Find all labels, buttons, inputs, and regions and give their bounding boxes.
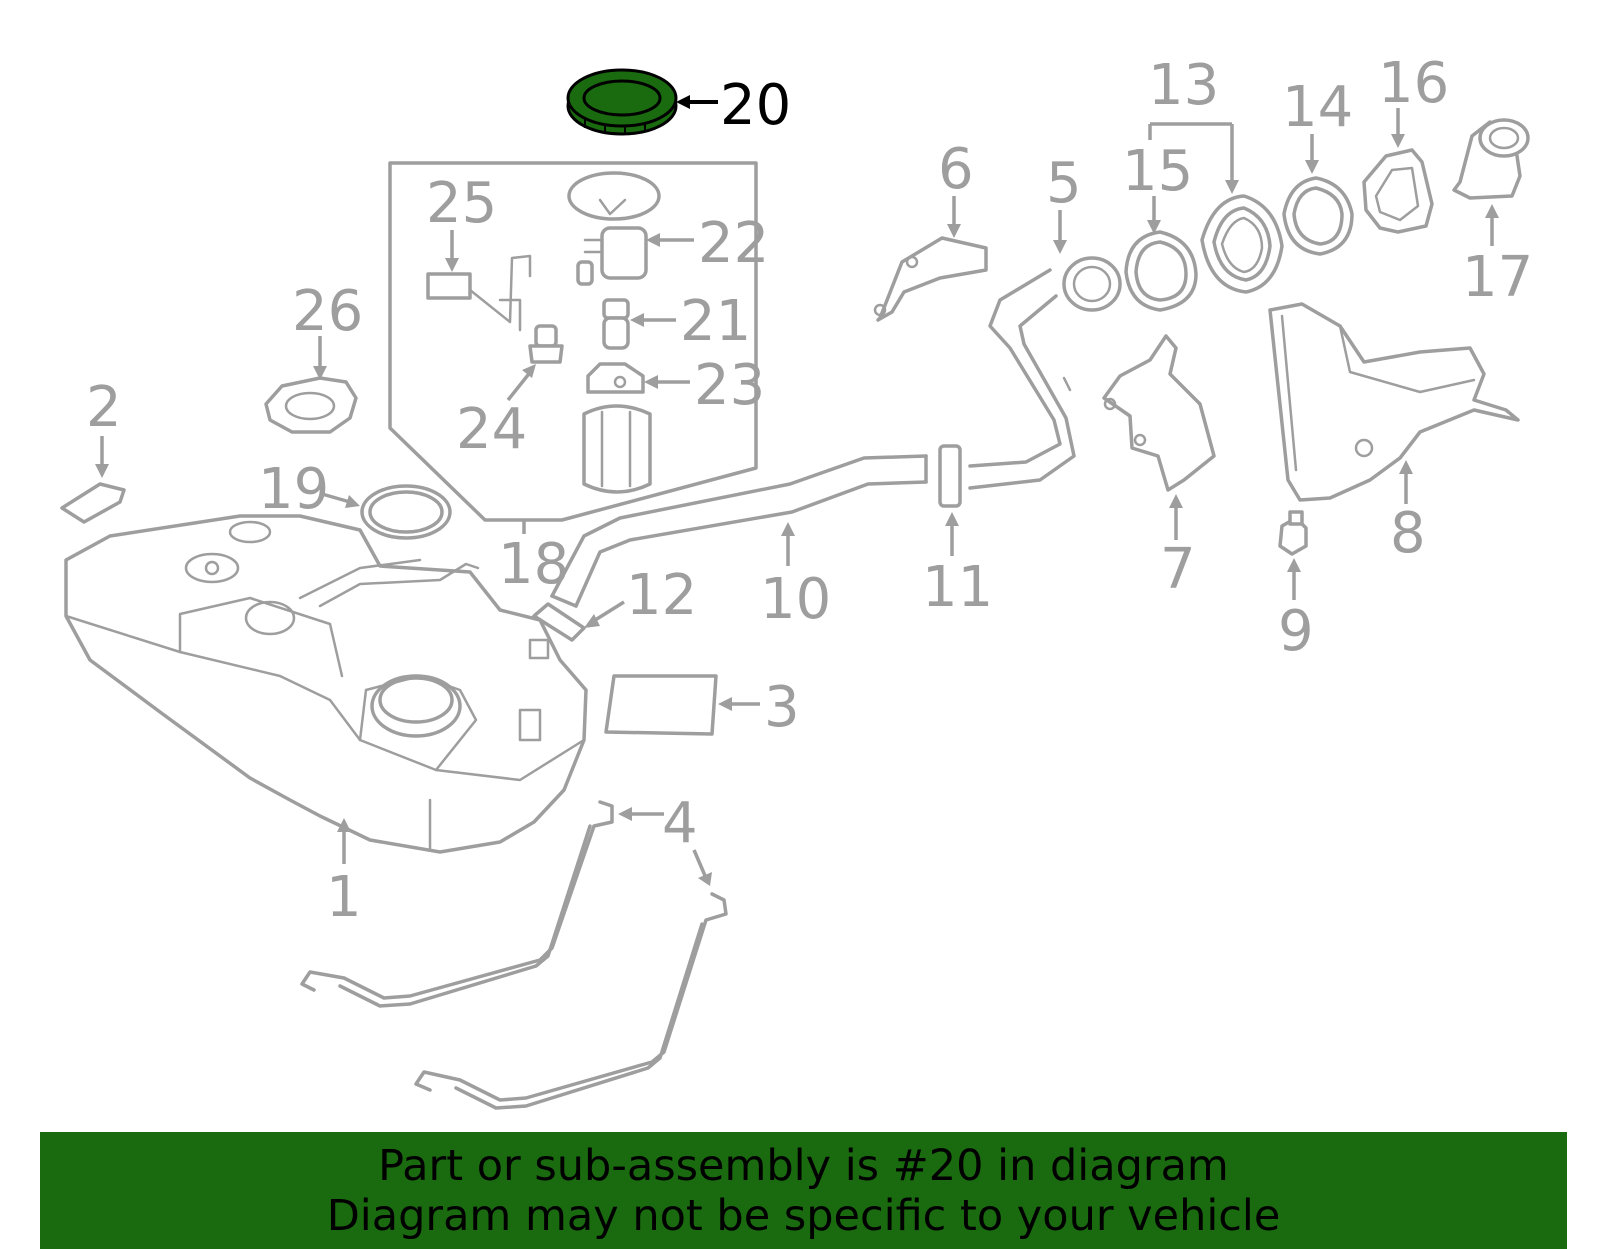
callout-20-label: 20: [720, 73, 791, 138]
svg-text:1: 1: [326, 865, 362, 930]
svg-text:10: 10: [760, 567, 831, 632]
callout-12: 12: [584, 563, 697, 628]
svg-text:12: 12: [626, 563, 697, 628]
callout-16: 16: [1378, 51, 1449, 148]
svg-text:4: 4: [662, 791, 698, 856]
banner-line-1: Part or sub-assembly is #20 in diagram: [378, 1140, 1229, 1191]
callout-24: 24: [456, 364, 536, 462]
part-7-bracket[interactable]: [1102, 334, 1216, 492]
callout-9: 9: [1278, 558, 1314, 664]
part-6-bracket[interactable]: [873, 236, 988, 322]
part-2-pad[interactable]: [60, 482, 126, 524]
svg-text:15: 15: [1122, 139, 1193, 204]
svg-text:2: 2: [86, 375, 122, 440]
svg-text:6: 6: [938, 137, 974, 202]
callout-26: 26: [292, 279, 363, 380]
part-13-housing[interactable]: [1200, 194, 1284, 294]
callout-14: 14: [1282, 75, 1353, 174]
part-21-filter[interactable]: [602, 298, 630, 350]
part-16-adapter[interactable]: [1362, 148, 1434, 234]
part-1-fuel-tank[interactable]: [64, 514, 588, 854]
svg-text:9: 9: [1278, 599, 1314, 664]
callout-11: 11: [922, 512, 993, 620]
svg-text:21: 21: [680, 289, 751, 354]
callout-17: 17: [1462, 204, 1533, 310]
callout-7: 7: [1160, 494, 1196, 602]
svg-text:19: 19: [258, 457, 329, 522]
svg-text:26: 26: [292, 279, 363, 344]
notice-banner: Part or sub-assembly is #20 in diagram D…: [40, 1132, 1567, 1249]
svg-text:5: 5: [1046, 151, 1082, 216]
part-14-seal[interactable]: [1282, 176, 1354, 256]
callout-19: 19: [258, 457, 360, 522]
part-11-clip[interactable]: [938, 444, 962, 508]
svg-text:3: 3: [764, 675, 800, 740]
callout-6: 6: [938, 137, 974, 238]
banner-line-2: Diagram may not be specific to your vehi…: [326, 1190, 1281, 1241]
callout-10: 10: [760, 522, 831, 632]
svg-text:25: 25: [426, 171, 497, 236]
part-3-label-sheet[interactable]: [604, 674, 718, 736]
svg-text:16: 16: [1378, 51, 1449, 116]
part-5-filler-pipe[interactable]: [968, 256, 1122, 490]
part-25-fuel-level-sender[interactable]: [426, 254, 532, 332]
pump-body: [582, 404, 652, 494]
part-24-valve[interactable]: [528, 324, 564, 364]
svg-text:14: 14: [1282, 75, 1353, 140]
part-19-gasket[interactable]: [360, 484, 452, 540]
svg-text:23: 23: [694, 353, 765, 418]
part-20-lock-ring[interactable]: [566, 68, 678, 136]
svg-text:8: 8: [1390, 501, 1426, 566]
part-10-filler-hose[interactable]: [550, 454, 928, 608]
svg-text:13: 13: [1148, 53, 1219, 118]
part-15-gasket[interactable]: [1124, 230, 1198, 312]
callout-23: 23: [644, 353, 765, 418]
svg-text:11: 11: [922, 555, 993, 620]
svg-text:22: 22: [698, 211, 769, 276]
part-22-fuel-pump[interactable]: [567, 171, 661, 286]
callout-15: 15: [1122, 139, 1193, 234]
callout-8: 8: [1390, 460, 1426, 566]
callout-25: 25: [426, 171, 497, 272]
part-9-bolt[interactable]: [1278, 510, 1308, 556]
callout-4: 4: [618, 791, 712, 886]
svg-text:7: 7: [1160, 537, 1196, 602]
part-4-tank-straps[interactable]: [300, 800, 728, 1110]
callout-21: 21: [630, 289, 751, 354]
callout-1: 1: [326, 818, 362, 930]
callout-2: 2: [86, 375, 122, 478]
part-8-shield[interactable]: [1268, 302, 1520, 502]
callout-22: 22: [646, 211, 769, 276]
part-18-pump-assembly-box: [388, 161, 758, 534]
part-23-regulator[interactable]: [586, 362, 645, 394]
svg-text:17: 17: [1462, 245, 1533, 310]
svg-text:24: 24: [456, 397, 527, 462]
callout-3: 3: [718, 675, 800, 740]
part-17-fuel-cap[interactable]: [1452, 118, 1530, 200]
part-26-cover[interactable]: [264, 376, 358, 434]
callout-13: 13: [1148, 53, 1239, 194]
callout-5: 5: [1046, 151, 1082, 254]
callout-20: 20: [676, 73, 791, 138]
